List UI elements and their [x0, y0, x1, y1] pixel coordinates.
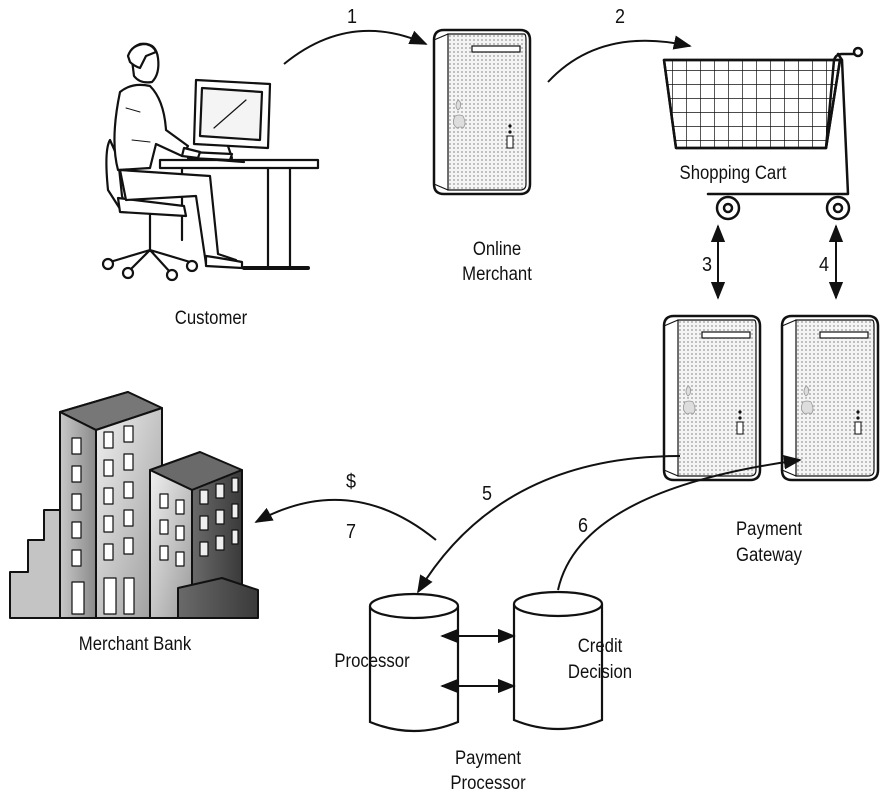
money-symbol: $ — [345, 471, 357, 493]
processor-cylinder-icon — [368, 592, 460, 733]
step-1-number: 1 — [346, 6, 358, 28]
shopping-cart-icon — [662, 46, 864, 221]
step-4-number: 4 — [818, 254, 830, 276]
customer-illustration — [101, 42, 320, 282]
payment-processor-label-line2: Processor — [450, 773, 526, 794]
step-3-number: 3 — [701, 254, 713, 276]
payment-processor-label-line1: Payment — [455, 748, 521, 769]
step-6-number: 6 — [577, 515, 589, 537]
step-2-number: 2 — [614, 6, 626, 28]
merchant-bank-label: Merchant Bank — [78, 634, 192, 655]
online-merchant-label-line1: Online — [472, 239, 522, 260]
arrow-step-5 — [417, 455, 681, 594]
shopping-cart-label: Shopping Cart — [679, 163, 787, 184]
arrow-step-2 — [547, 35, 692, 83]
payment-gateway-label-line2: Gateway — [736, 545, 802, 566]
arrow-step-7 — [254, 498, 437, 541]
arrow-step-6 — [557, 455, 802, 591]
online-merchant-server-icon — [432, 28, 532, 196]
credit-decision-cylinder-icon — [512, 590, 604, 731]
credit-decision-label-line2: Decision — [567, 662, 633, 683]
payment-gateway-label-line1: Payment — [736, 519, 802, 540]
merchant-bank-building-icon — [9, 391, 259, 619]
step-5-number: 5 — [481, 483, 493, 505]
arrow-step-1 — [283, 29, 428, 65]
credit-decision-label-line1: Credit — [577, 636, 623, 657]
payment-gateway-server-back-icon — [780, 314, 880, 482]
processor-label: Processor — [334, 651, 410, 672]
customer-label: Customer — [174, 308, 248, 329]
step-7-number: 7 — [345, 521, 357, 543]
online-merchant-label-line2: Merchant — [462, 264, 532, 285]
